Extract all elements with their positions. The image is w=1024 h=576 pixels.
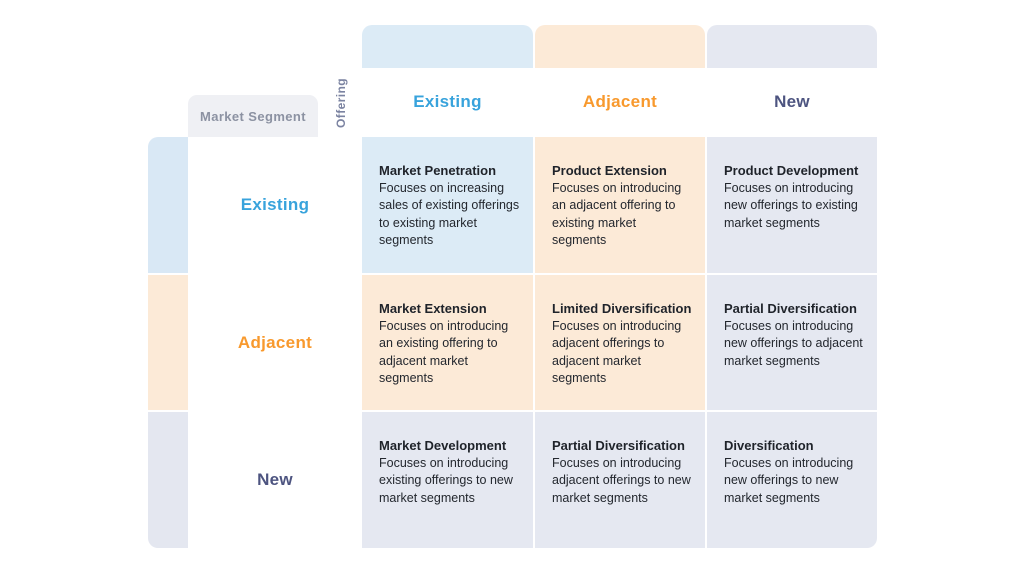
cell-new-adjacent: Partial Diversification Focuses on intro…: [535, 412, 705, 548]
cell-title: Diversification: [724, 438, 814, 453]
cell-existing-adjacent: Product Extension Focuses on introducing…: [535, 137, 705, 273]
axis-label-market-segment: Market Segment: [188, 95, 318, 137]
cell-title: Limited Diversification: [552, 301, 692, 316]
row-header-existing: Existing: [190, 137, 360, 273]
cell-adjacent-new: Partial Diversification Focuses on intro…: [707, 275, 877, 410]
cell-body: Focuses on introducing new offerings to …: [724, 318, 863, 368]
cell-title: Product Extension: [552, 163, 667, 178]
cell-body: Focuses on introducing an adjacent offer…: [552, 180, 682, 248]
cell-title: Market Penetration: [379, 163, 497, 178]
row-strip-new: [148, 412, 188, 548]
row-header-new: New: [190, 412, 360, 548]
row-header-label: New: [257, 470, 293, 489]
cell-title: Partial Diversification: [552, 438, 685, 453]
cell-title: Market Extension: [379, 301, 487, 316]
column-header-existing: Existing: [362, 68, 533, 135]
column-header-label: Existing: [413, 91, 482, 111]
cell-existing-new: Product Development Focuses on introduci…: [707, 137, 877, 273]
axis-label-offering: Offering: [321, 68, 360, 137]
axis-label-text: Offering: [333, 77, 348, 128]
column-strip-new: [707, 25, 877, 68]
cell-existing-existing: Market Penetration Focuses on increasing…: [362, 137, 533, 273]
column-strip-adjacent: [535, 25, 705, 68]
column-header-new: New: [707, 68, 877, 135]
cell-new-new: Diversification Focuses on introducing n…: [707, 412, 877, 548]
cell-title: Market Development: [379, 438, 507, 453]
row-strip-adjacent: [148, 275, 188, 410]
axis-label-text: Market Segment: [199, 108, 307, 124]
row-header-adjacent: Adjacent: [190, 275, 360, 410]
column-header-adjacent: Adjacent: [535, 68, 705, 135]
cell-body: Focuses on introducing new offerings to …: [724, 180, 858, 230]
row-header-label: Adjacent: [237, 332, 313, 352]
cell-adjacent-existing: Market Extension Focuses on introducing …: [362, 275, 533, 410]
cell-body: Focuses on introducing adjacent offering…: [552, 318, 682, 386]
cell-body: Focuses on increasing sales of existing …: [379, 180, 520, 248]
cell-title: Partial Diversification: [724, 301, 857, 316]
cell-title: Product Development: [724, 163, 859, 178]
cell-adjacent-adjacent: Limited Diversification Focuses on intro…: [535, 275, 705, 410]
column-strip-existing: [362, 25, 533, 68]
cell-new-existing: Market Development Focuses on introducin…: [362, 412, 533, 548]
row-strip-existing: [148, 137, 188, 273]
row-header-label: Existing: [240, 195, 310, 214]
cell-body: Focuses on introducing new offerings to …: [724, 455, 854, 505]
column-header-label: Adjacent: [582, 91, 658, 111]
cell-body: Focuses on introducing existing offering…: [379, 455, 513, 505]
column-header-label: New: [774, 91, 810, 111]
cell-body: Focuses on introducing an existing offer…: [379, 318, 509, 386]
cell-body: Focuses on introducing adjacent offering…: [552, 455, 691, 505]
